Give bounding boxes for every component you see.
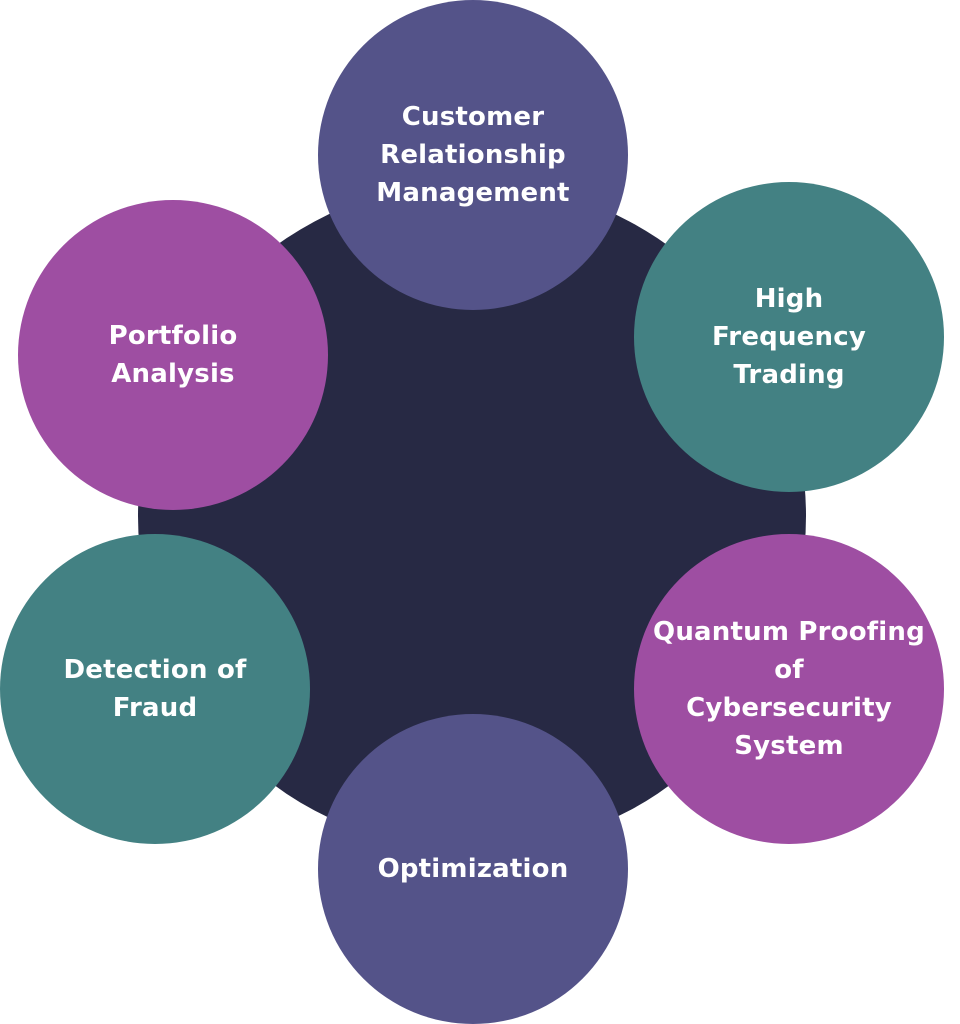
node-label: Quantum Proofing of Cybersecurity System: [653, 617, 925, 761]
node-label: Portfolio Analysis: [108, 321, 238, 389]
node-label: Detection of Fraud: [63, 655, 247, 723]
node-label: Optimization: [377, 854, 569, 884]
node-optimization: Optimization: [318, 714, 628, 1024]
node-quantum-proofing: Quantum Proofing of Cybersecurity System: [634, 534, 944, 844]
node-detection-of-fraud: Detection of Fraud: [0, 534, 310, 844]
node-label: Customer Relationship Management: [376, 102, 570, 208]
node-customer-relationship-management: Customer Relationship Management: [318, 0, 628, 310]
node-high-frequency-trading: High Frequency Trading: [634, 182, 944, 492]
node-label: High Frequency Trading: [712, 284, 866, 390]
node-portfolio-analysis: Portfolio Analysis: [18, 200, 328, 510]
